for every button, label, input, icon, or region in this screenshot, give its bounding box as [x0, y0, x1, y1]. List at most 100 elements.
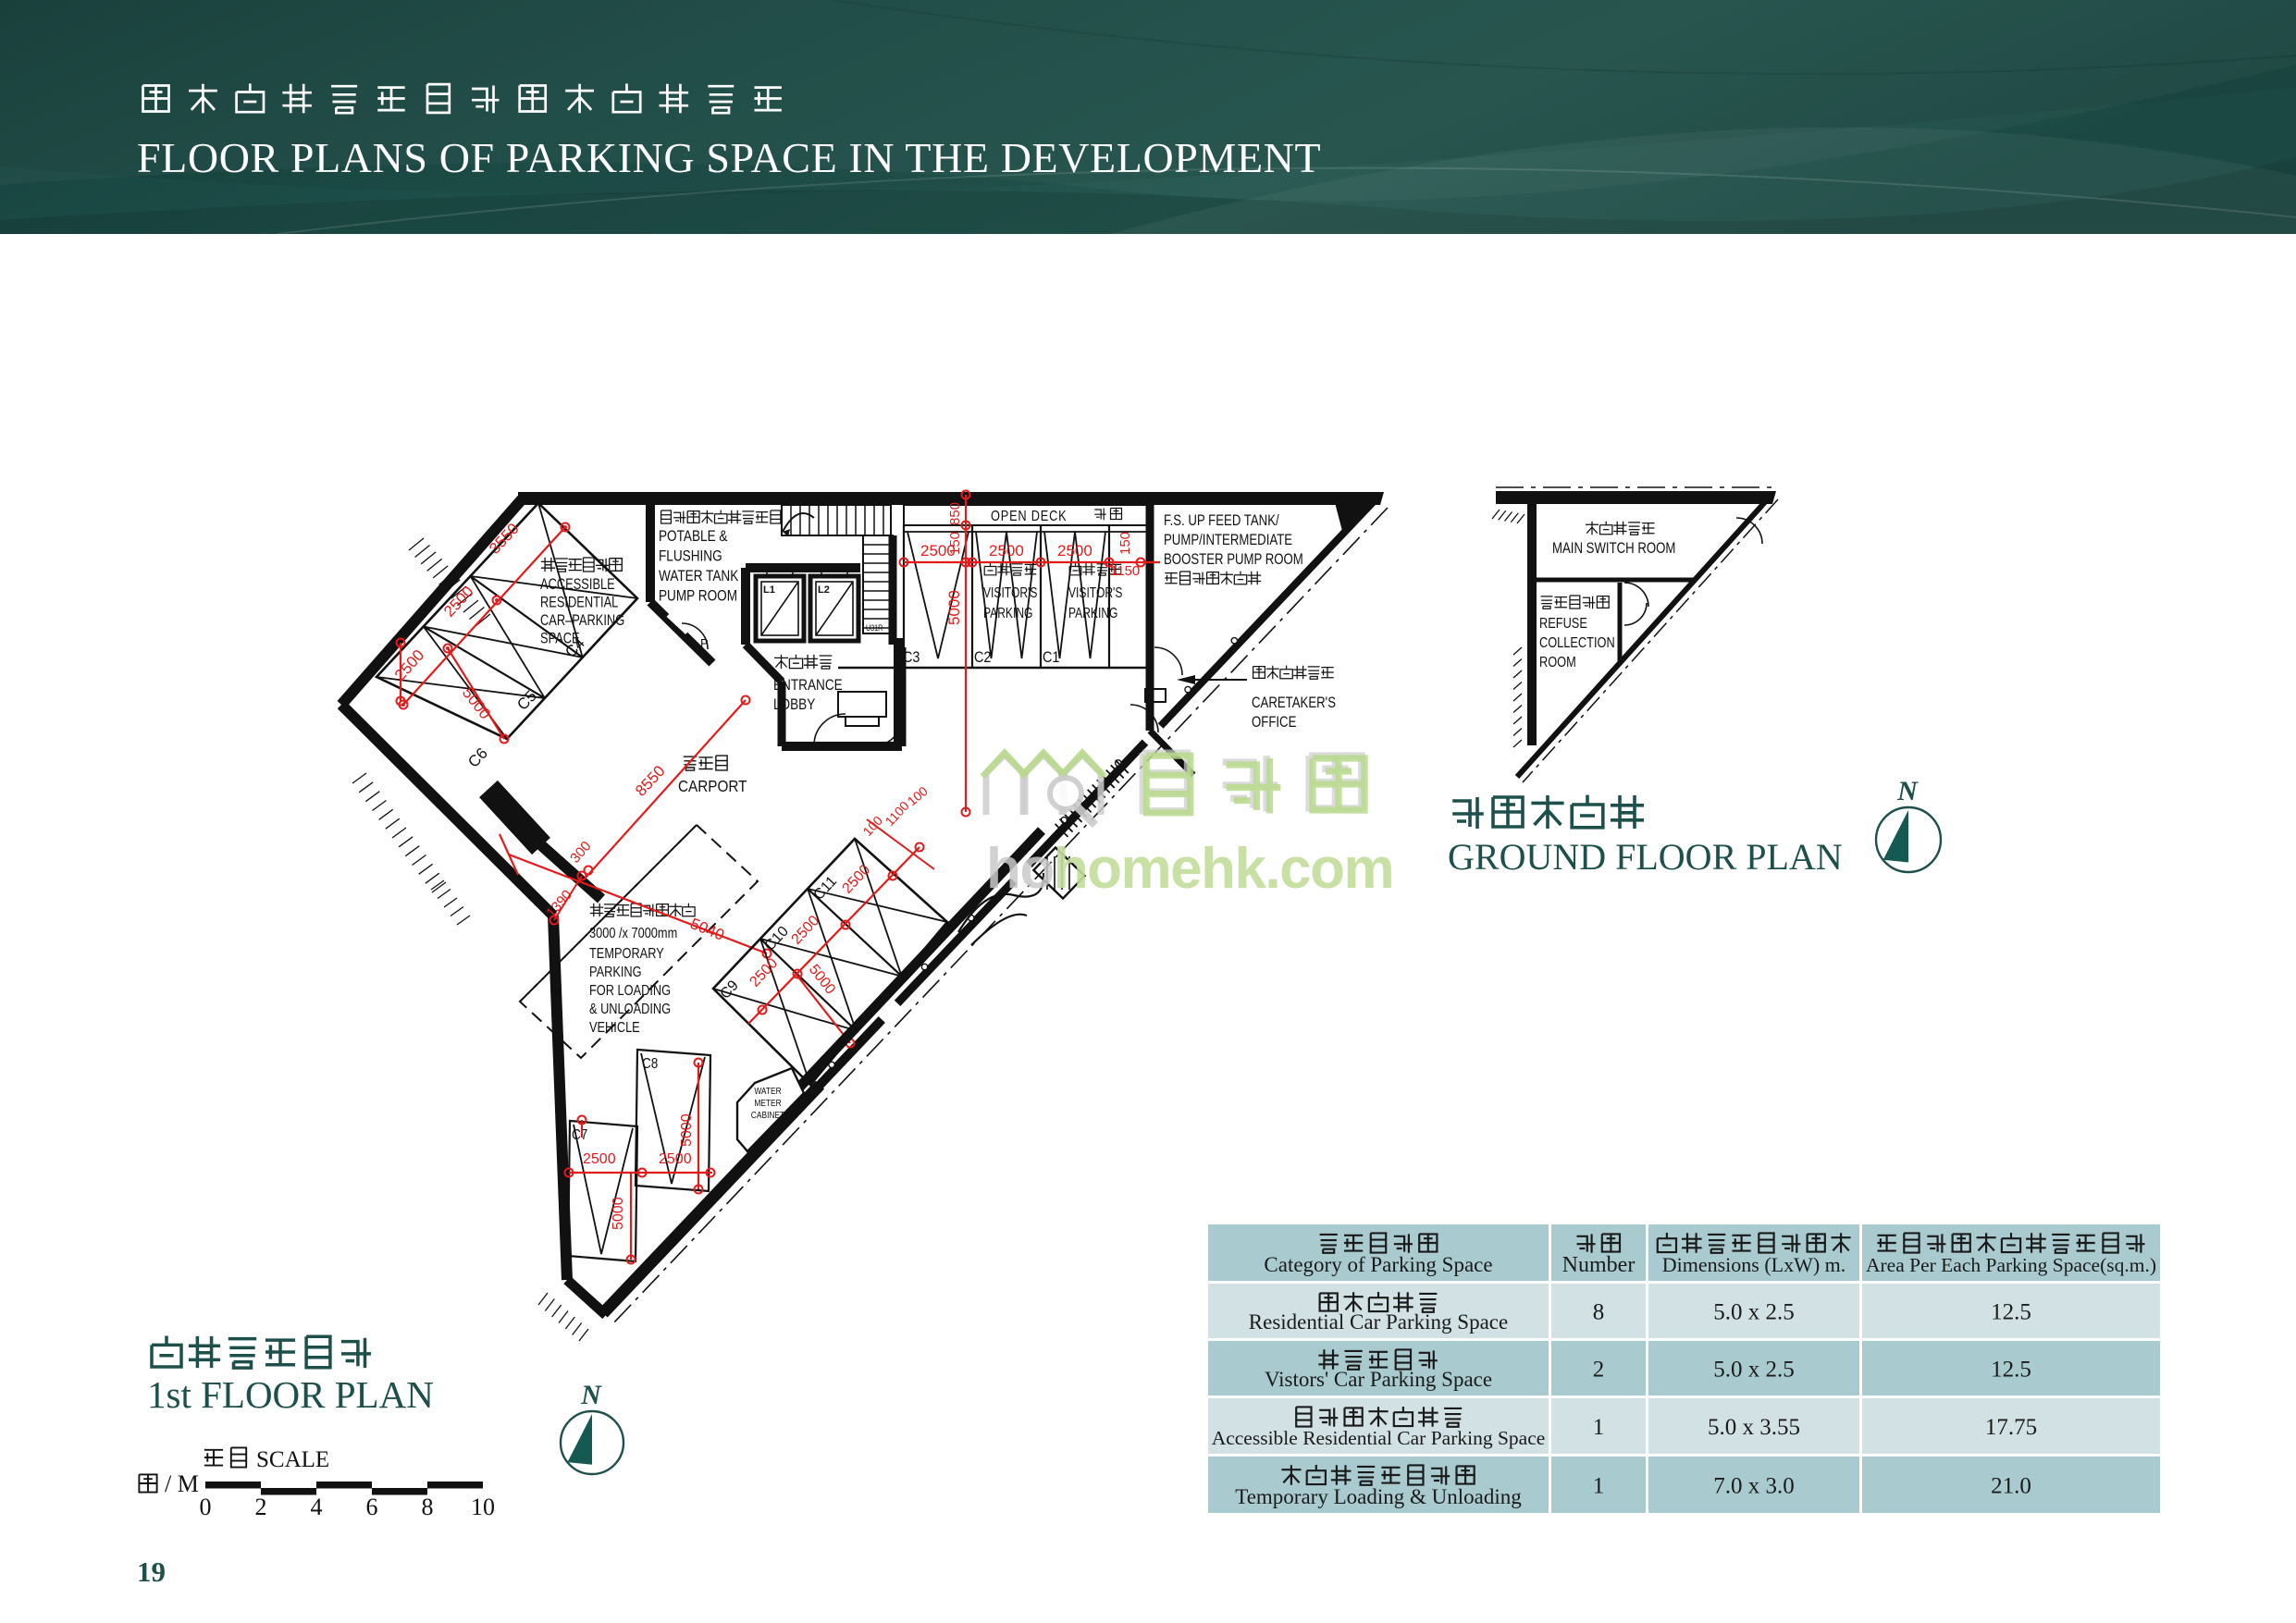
svg-text:Accessible Residential Car Par: Accessible Residential Car Parking Space: [1212, 1427, 1546, 1449]
svg-text:PUMP ROOM: PUMP ROOM: [659, 587, 737, 605]
svg-text:17.75: 17.75: [1985, 1415, 2037, 1440]
svg-text:8: 8: [422, 1494, 434, 1520]
svg-text:GROUND FLOOR PLAN: GROUND FLOOR PLAN: [1448, 836, 1843, 878]
svg-text:/ M: / M: [165, 1470, 199, 1497]
svg-text:1390: 1390: [543, 887, 575, 920]
svg-text:150: 150: [947, 532, 963, 555]
svg-text:BOOSTER PUMP ROOM: BOOSTER PUMP ROOM: [1164, 551, 1303, 569]
svg-text:5.0 x 2.5: 5.0 x 2.5: [1713, 1357, 1795, 1382]
svg-text:OPEN DECK: OPEN DECK: [991, 509, 1067, 525]
svg-text:5000: 5000: [611, 1197, 626, 1230]
svg-text:N: N: [1896, 776, 1919, 806]
svg-text:CABINET: CABINET: [751, 1110, 785, 1121]
svg-text:hohomehk.com: hohomehk.com: [986, 837, 1393, 901]
svg-text:2500: 2500: [989, 542, 1024, 559]
svg-text:VEHICLE: VEHICLE: [589, 1020, 640, 1037]
svg-text:SPACE: SPACE: [540, 631, 580, 647]
svg-text:2500: 2500: [1057, 542, 1092, 559]
svg-text:850: 850: [947, 502, 963, 525]
svg-text:2500: 2500: [920, 542, 956, 559]
svg-text:MAIN SWITCH ROOM: MAIN SWITCH ROOM: [1552, 540, 1675, 558]
svg-text:METER: METER: [754, 1098, 781, 1109]
svg-text:1150: 1150: [1110, 563, 1140, 579]
svg-text:ENTRANCE: ENTRANCE: [773, 677, 843, 695]
svg-text:N: N: [580, 1380, 602, 1410]
svg-text:100: 100: [905, 783, 931, 808]
svg-text:1st FLOOR PLAN: 1st FLOOR PLAN: [147, 1373, 434, 1416]
svg-text:PARKING: PARKING: [589, 965, 642, 981]
svg-text:Area Per Each Parking Space(sq: Area Per Each Parking Space(sq.m.): [1866, 1254, 2156, 1276]
svg-text:5040: 5040: [688, 915, 727, 944]
svg-text:TEMPORARY: TEMPORARY: [589, 946, 664, 963]
svg-text:Residential Car Parking Space: Residential Car Parking Space: [1249, 1310, 1508, 1334]
svg-text:REFUSE: REFUSE: [1539, 616, 1587, 633]
svg-text:CARETAKER'S: CARETAKER'S: [1252, 695, 1336, 712]
svg-text:C5: C5: [513, 687, 540, 714]
svg-text:Category of Parking Space: Category of Parking Space: [1264, 1253, 1492, 1276]
svg-text:6: 6: [366, 1494, 378, 1520]
svg-text:OFFICE: OFFICE: [1252, 714, 1296, 732]
svg-text:5.0 x 3.55: 5.0 x 3.55: [1708, 1415, 1800, 1440]
svg-text:ROOM: ROOM: [1539, 655, 1576, 671]
svg-text:C7: C7: [572, 1127, 587, 1143]
svg-text:2: 2: [255, 1494, 267, 1520]
svg-text:21.0: 21.0: [1991, 1473, 2031, 1498]
svg-text:C3: C3: [903, 649, 920, 666]
svg-text:300: 300: [567, 839, 594, 867]
svg-text:L2: L2: [818, 584, 830, 596]
svg-text:FOR LOADING: FOR LOADING: [589, 983, 671, 1000]
svg-text:1: 1: [1593, 1415, 1605, 1440]
svg-text:4: 4: [311, 1494, 323, 1520]
svg-text:VISITOR'S: VISITOR'S: [983, 584, 1037, 601]
svg-text:Vistors' Car Parking Space: Vistors' Car Parking Space: [1265, 1368, 1492, 1391]
svg-text:COLLECTION: COLLECTION: [1539, 635, 1615, 652]
svg-text:U31R: U31R: [866, 623, 883, 633]
svg-text:Dimensions (LxW) m.: Dimensions (LxW) m.: [1662, 1253, 1846, 1276]
svg-text:PARKING: PARKING: [983, 605, 1032, 621]
svg-text:8550: 8550: [632, 762, 669, 800]
svg-text:1100: 1100: [882, 798, 911, 829]
svg-text:VISITOR'S: VISITOR'S: [1068, 584, 1122, 601]
svg-text:FLOOR PLANS OF PARKING SPACE I: FLOOR PLANS OF PARKING SPACE IN THE DEVE…: [137, 134, 1321, 181]
svg-text:F.S. UP FEED TANK/: F.S. UP FEED TANK/: [1164, 512, 1279, 530]
svg-text:2: 2: [1593, 1357, 1605, 1382]
svg-text:2500: 2500: [583, 1151, 616, 1167]
svg-text:WATER TANK &: WATER TANK &: [659, 568, 751, 585]
svg-text:12.5: 12.5: [1991, 1357, 2031, 1382]
svg-text:12.5: 12.5: [1991, 1299, 2031, 1324]
svg-text:5000: 5000: [945, 590, 963, 625]
svg-text:POTABLE &: POTABLE &: [659, 528, 728, 546]
svg-text:WATER: WATER: [754, 1086, 781, 1097]
svg-text:2500: 2500: [659, 1151, 692, 1167]
svg-text:LOBBY: LOBBY: [773, 696, 815, 714]
svg-text:0: 0: [200, 1494, 212, 1520]
svg-text:Temporary Loading & Unloading: Temporary Loading & Unloading: [1235, 1485, 1522, 1508]
svg-text:C1: C1: [1043, 649, 1059, 666]
svg-text:Number: Number: [1562, 1253, 1636, 1277]
svg-text:5000: 5000: [459, 684, 494, 723]
svg-text:& UNLOADING: & UNLOADING: [589, 1002, 671, 1018]
svg-text:P: P: [700, 636, 709, 650]
svg-text:C8: C8: [642, 1056, 658, 1072]
svg-text:7.0 x 3.0: 7.0 x 3.0: [1713, 1473, 1795, 1498]
svg-text:150: 150: [1117, 532, 1133, 555]
svg-text:2500: 2500: [391, 646, 427, 684]
svg-text:10: 10: [471, 1494, 495, 1520]
svg-text:PARKING: PARKING: [1068, 605, 1117, 621]
svg-text:CAR–PARKING: CAR–PARKING: [540, 613, 624, 630]
svg-text:FLUSHING: FLUSHING: [659, 547, 722, 565]
svg-text:1: 1: [1593, 1473, 1605, 1498]
svg-text:CARPORT: CARPORT: [678, 777, 747, 795]
svg-text:L1: L1: [763, 584, 775, 596]
svg-text:100: 100: [859, 813, 885, 839]
svg-text:RESIDENTIAL: RESIDENTIAL: [540, 595, 618, 611]
svg-text:C2: C2: [974, 649, 991, 666]
svg-text:3000 /x 7000mm: 3000 /x 7000mm: [589, 926, 677, 942]
svg-text:5.0 x 2.5: 5.0 x 2.5: [1713, 1299, 1795, 1324]
svg-text:C11: C11: [810, 873, 840, 903]
svg-text:PUMP/INTERMEDIATE: PUMP/INTERMEDIATE: [1164, 532, 1292, 549]
svg-text:C6: C6: [464, 744, 491, 771]
svg-text:8: 8: [1593, 1299, 1605, 1324]
svg-text:ACCESSIBLE: ACCESSIBLE: [540, 577, 615, 594]
svg-text:SCALE: SCALE: [256, 1447, 329, 1472]
